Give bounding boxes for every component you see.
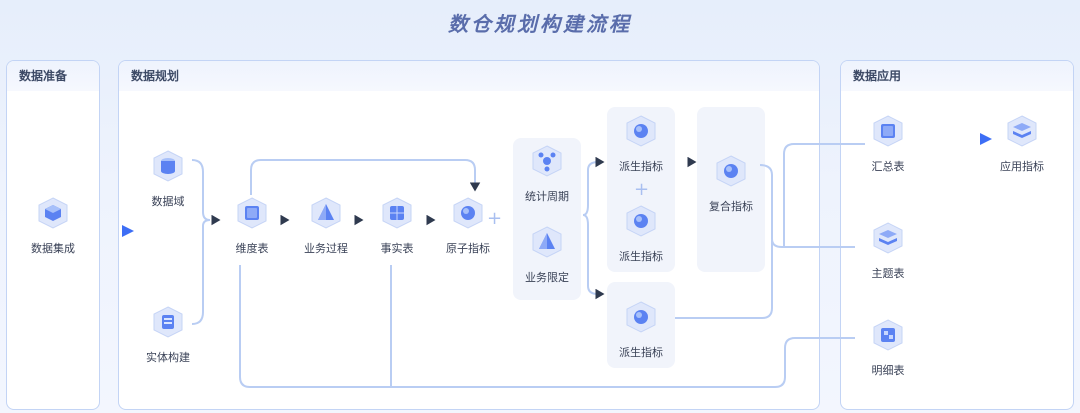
atom-icon [453, 197, 483, 229]
grid-icon [382, 197, 412, 229]
node-summary-table[interactable]: 汇总表 [848, 114, 928, 174]
panel-icon [873, 319, 903, 351]
card-composite [697, 107, 765, 272]
node-dimension-table[interactable]: 维度表 [212, 196, 292, 256]
pyramid-icon [532, 226, 562, 258]
diagram-title: 数仓规划构建流程 [448, 12, 632, 36]
node-fact-table[interactable]: 事实表 [357, 196, 437, 256]
node-subject-table[interactable]: 主题表 [848, 221, 928, 281]
panel-title-prep: 数据准备 [7, 61, 99, 91]
node-atomic-metric[interactable]: 原子指标 [428, 196, 508, 256]
pyramid-icon [311, 197, 341, 229]
layers-icon [873, 115, 903, 147]
plus-sign-2: + [634, 179, 650, 200]
node-detail-table[interactable]: 明细表 [848, 318, 928, 378]
node-app-metric[interactable]: 应用指标 [982, 114, 1062, 174]
document-icon [153, 306, 183, 338]
atom-icon [626, 115, 656, 147]
panel-title-plan: 数据规划 [119, 61, 819, 91]
stack-icon [1007, 115, 1037, 147]
panel-data-prep: 数据准备 [6, 60, 100, 410]
atom-icon [716, 155, 746, 187]
node-data-integration[interactable]: 数据集成 [13, 196, 93, 256]
node-stat-period[interactable]: 统计周期 [507, 144, 587, 204]
node-data-domain[interactable]: 数据域 [128, 149, 208, 209]
node-business-process[interactable]: 业务过程 [286, 196, 366, 256]
atom-icon [626, 205, 656, 237]
node-derived-metric-2[interactable]: 派生指标 [601, 204, 681, 264]
node-business-limit[interactable]: 业务限定 [507, 225, 587, 285]
stack-icon [873, 222, 903, 254]
atom-icon [626, 301, 656, 333]
node-derived-metric-3[interactable]: 派生指标 [601, 300, 681, 360]
network-icon [532, 145, 562, 177]
node-composite-metric[interactable]: 复合指标 [691, 154, 771, 214]
plus-sign-1: + [487, 208, 503, 229]
cube-icon [38, 197, 68, 229]
node-derived-metric-1[interactable]: 派生指标 [601, 114, 681, 174]
layers-icon [237, 197, 267, 229]
node-entity-build[interactable]: 实体构建 [128, 305, 208, 365]
database-icon [153, 150, 183, 182]
panel-title-app: 数据应用 [841, 61, 1073, 91]
